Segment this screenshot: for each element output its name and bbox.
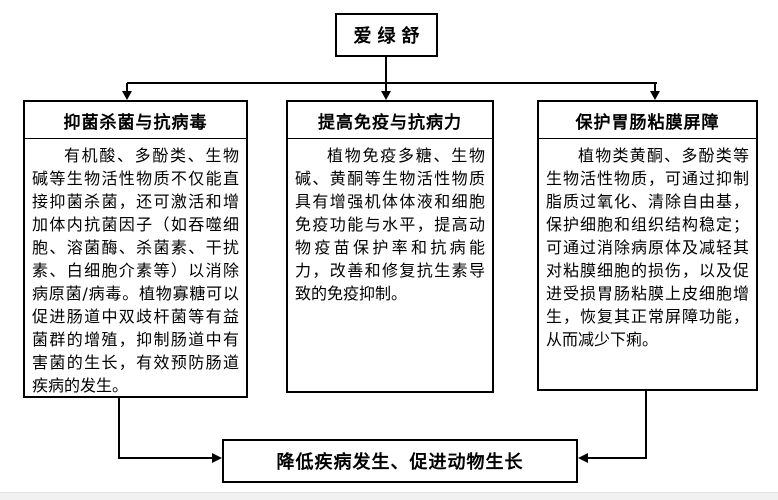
outcome-node: 降低疾病发生、促进动物生长 [222,439,578,483]
connector-left-stub-line [126,83,128,92]
arrow-down-middle-icon [381,91,391,100]
connector-branch-rail-line [127,82,657,84]
arrow-down-left-icon [122,91,132,100]
connector-right-outcome-vertical-line [645,391,647,459]
connector-left-outcome-vertical-line [118,398,120,459]
branch-body-text: 植物免疫多糖、生物碱、黄酮等生物活性物质具有增强机体体液和细胞免疫功能与水平，提… [295,146,485,303]
branch-title-label: 保护胃肠粘膜屏障 [575,112,720,133]
branch-node-immunity: 提高免疫与抗病力 植物免疫多糖、生物碱、黄酮等生物活性物质具有增强机体体液和细胞… [286,100,494,393]
arrow-right-outcome-icon [212,453,222,463]
arrow-left-outcome-icon [578,453,588,463]
arrow-down-right-icon [650,91,660,100]
branch-title-label: 提高免疫与抗病力 [318,112,462,133]
root-node: 爱绿舒 [335,13,438,57]
branch-node-mucosa-protection: 保护胃肠粘膜屏障 植物类黄酮、多酚类等生物活性物质，可通过抑制脂质过氧化、清除自… [537,100,758,391]
branch-title: 保护胃肠粘膜屏障 [539,102,756,139]
branch-title: 提高免疫与抗病力 [288,102,492,139]
window-footer-bar [0,492,778,500]
branch-title-label: 抑菌杀菌与抗病毒 [63,112,208,133]
connector-left-outcome-horizontal-line [118,457,212,459]
root-node-label: 爱绿舒 [353,26,426,47]
connector-right-outcome-horizontal-line [588,457,647,459]
connector-middle-stub-line [385,83,387,92]
connector-right-stub-line [654,83,656,92]
branch-title: 抑菌杀菌与抗病毒 [25,102,246,139]
outcome-node-label: 降低疾病发生、促进动物生长 [276,452,524,473]
branch-body-text: 植物类黄酮、多酚类等生物活性物质，可通过抑制脂质过氧化、清除自由基，保护细胞和组… [546,146,749,349]
branch-node-antibacterial: 抑菌杀菌与抗病毒 有机酸、多酚类、生物碱等生物活性物质不仅能直接抑菌杀菌，还可激… [23,100,248,398]
branch-body-text: 有机酸、多酚类、生物碱等生物活性物质不仅能直接抑菌杀菌，还可激活和增加体内抗菌因… [32,146,239,395]
connector-root-vertical-line [385,57,387,83]
